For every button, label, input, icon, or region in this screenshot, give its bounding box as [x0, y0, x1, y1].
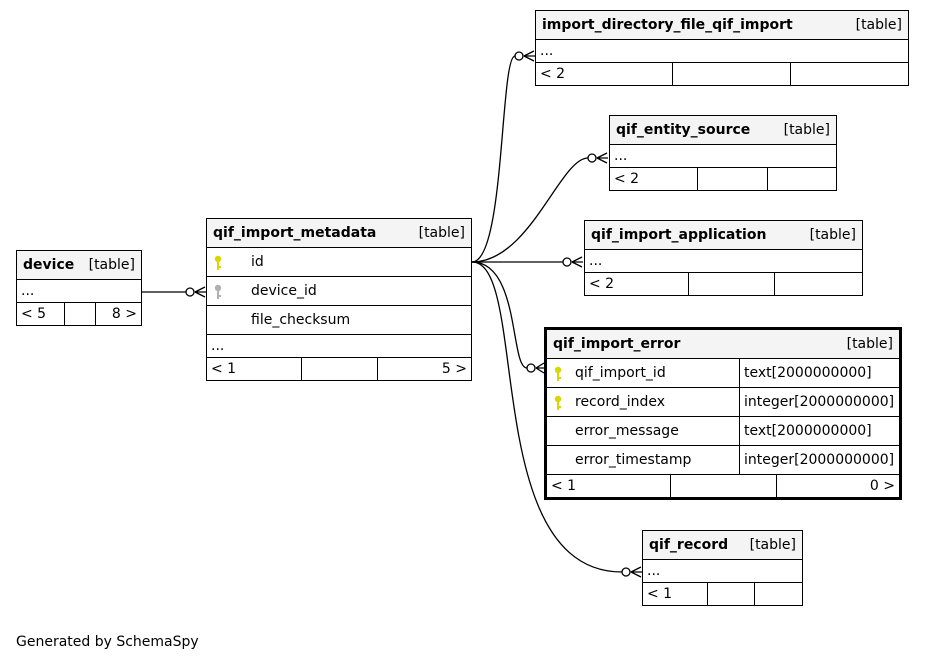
- table-name: qif_record: [649, 537, 729, 553]
- table-name: qif_entity_source: [616, 122, 751, 138]
- table-header: qif_record [table]: [643, 531, 802, 560]
- table-footer: < 1 0 >: [547, 475, 899, 497]
- optional-marker: [621, 567, 631, 577]
- table-name: device: [23, 257, 75, 273]
- column-type: text[2000000000]: [744, 365, 872, 381]
- table-footer: < 1: [643, 583, 802, 605]
- column-type: text[2000000000]: [744, 423, 872, 439]
- table-kind: [table]: [418, 225, 465, 241]
- table-header: device [table]: [17, 251, 141, 280]
- table-header: qif_import_metadata [table]: [207, 219, 471, 248]
- children-count: 0 >: [869, 478, 895, 494]
- column-name: qif_import_id: [547, 359, 740, 387]
- table-import-directory-file-qif-import[interactable]: import_directory_file_qif_import [table]…: [535, 10, 909, 86]
- table-name: qif_import_error: [553, 336, 681, 352]
- column-row: device_id: [207, 277, 471, 306]
- column-name: device_id: [251, 283, 317, 299]
- parents-count: < 1: [643, 583, 708, 605]
- table-qif-import-metadata[interactable]: qif_import_metadata [table] id device_id…: [206, 218, 472, 381]
- column-name: file_checksum: [251, 312, 351, 328]
- column-row: error_message text[2000000000]: [547, 417, 899, 446]
- parents-count: < 5: [17, 303, 65, 325]
- primary-key-icon: [554, 366, 562, 381]
- primary-key-icon: [554, 395, 562, 410]
- table-kind: [table]: [783, 122, 830, 138]
- table-kind: [table]: [846, 336, 893, 352]
- table-header: qif_import_error [table]: [547, 330, 899, 359]
- column-name: error_message: [547, 417, 740, 445]
- table-qif-import-application[interactable]: qif_import_application [table] ... < 2: [584, 220, 863, 296]
- column-row: record_index integer[2000000000]: [547, 388, 899, 417]
- foreign-key-icon: [214, 284, 222, 299]
- more-columns: ...: [207, 335, 471, 358]
- table-footer: < 2: [610, 168, 836, 190]
- table-qif-entity-source[interactable]: qif_entity_source [table] ... < 2: [609, 115, 837, 191]
- table-name: qif_import_metadata: [213, 225, 377, 241]
- column-type: integer[2000000000]: [744, 394, 895, 410]
- more-columns: ...: [17, 280, 141, 303]
- table-name: import_directory_file_qif_import: [542, 17, 793, 33]
- table-device[interactable]: device [table] ... < 5 8 >: [16, 250, 142, 326]
- children-count: 8 >: [111, 306, 137, 322]
- table-header: import_directory_file_qif_import [table]: [536, 11, 908, 40]
- table-footer: < 5 8 >: [17, 303, 141, 325]
- table-qif-import-error[interactable]: qif_import_error [table] qif_import_id t…: [544, 327, 902, 500]
- column-name: error_timestamp: [547, 446, 740, 474]
- table-header: qif_import_application [table]: [585, 221, 862, 250]
- table-qif-record[interactable]: qif_record [table] ... < 1: [642, 530, 803, 606]
- column-row: error_timestamp integer[2000000000]: [547, 446, 899, 475]
- link-metadata-record: [471, 261, 623, 573]
- optional-marker: [185, 287, 195, 297]
- parents-count: < 2: [610, 168, 698, 190]
- optional-marker: [514, 51, 524, 61]
- parents-count: < 1: [547, 475, 671, 497]
- table-footer: < 1 5 >: [207, 358, 471, 380]
- parents-count: < 2: [585, 273, 689, 295]
- more-columns: ...: [585, 250, 862, 273]
- table-header: qif_entity_source [table]: [610, 116, 836, 145]
- table-kind: [table]: [749, 537, 796, 553]
- table-footer: < 2: [536, 63, 908, 85]
- optional-marker: [526, 363, 536, 373]
- children-count: 5 >: [441, 361, 467, 377]
- link-metadata-error: [471, 261, 528, 369]
- generator-credit: Generated by SchemaSpy: [16, 634, 199, 650]
- more-columns: ...: [610, 145, 836, 168]
- column-type: integer[2000000000]: [744, 452, 895, 468]
- link-metadata-dir-import: [471, 55, 516, 263]
- parents-count: < 2: [536, 63, 673, 85]
- optional-marker: [562, 257, 572, 267]
- parents-count: < 1: [207, 358, 302, 380]
- column-name: id: [251, 254, 264, 270]
- table-footer: < 2: [585, 273, 862, 295]
- table-name: qif_import_application: [591, 227, 767, 243]
- more-columns: ...: [536, 40, 908, 63]
- more-columns: ...: [643, 560, 802, 583]
- column-name: record_index: [547, 388, 740, 416]
- table-kind: [table]: [88, 257, 135, 273]
- optional-marker: [587, 153, 597, 163]
- table-kind: [table]: [855, 17, 902, 33]
- column-row: id: [207, 248, 471, 277]
- link-metadata-entity-source: [471, 157, 589, 263]
- column-row: qif_import_id text[2000000000]: [547, 359, 899, 388]
- column-row: file_checksum: [207, 306, 471, 335]
- primary-key-icon: [214, 255, 222, 270]
- table-kind: [table]: [809, 227, 856, 243]
